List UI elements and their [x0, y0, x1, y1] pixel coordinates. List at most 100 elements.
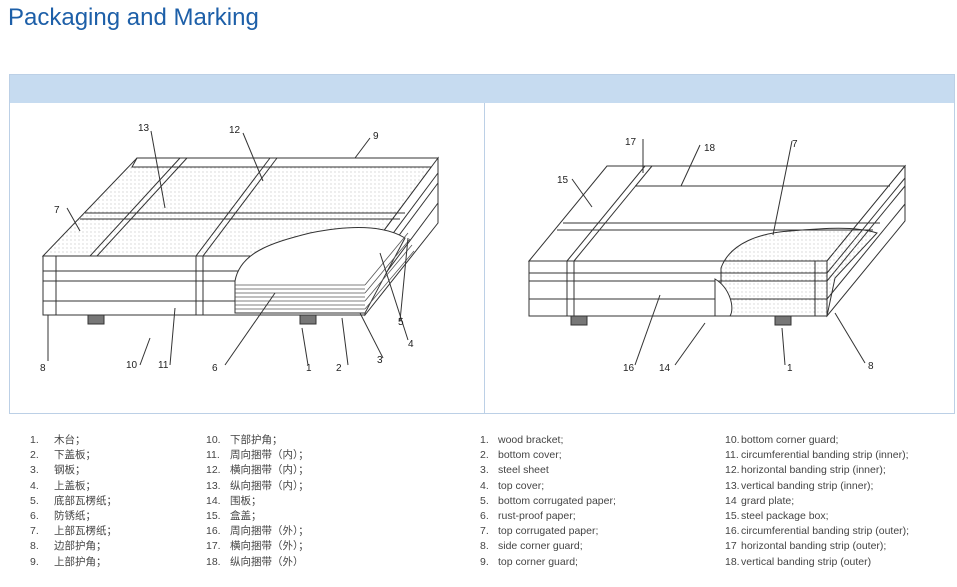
legend-num: 12. [725, 464, 740, 477]
legend-text: grard plate; [741, 494, 795, 507]
legend-item: 11.circumferential banding strip (inner)… [725, 448, 909, 463]
wood-bracket [87, 314, 105, 325]
legend-item: 9. top corner guard; [480, 555, 616, 570]
legend-text: circumferential banding strip (outer); [741, 525, 910, 538]
legend-item: 10.bottom corner guard; [725, 433, 909, 448]
legend-item: 13.vertical banding strip (inner); [725, 479, 909, 494]
legend-num: 9. [30, 555, 39, 568]
legend-item: 9. 上部护角； [30, 555, 117, 570]
legend-num: 7. [480, 525, 489, 538]
legend-num: 5. [480, 494, 489, 507]
legend-text: side corner guard; [498, 540, 583, 553]
diagram-frame: 13 12 9 7 8 10 11 6 1 2 3 4 5 [9, 74, 955, 414]
legend-text: 下盖板； [54, 449, 96, 462]
legend-divider [9, 413, 955, 414]
legend-text: steel sheet [498, 464, 549, 477]
legend-text: circumferential banding strip (inner); [741, 449, 909, 462]
legend-num: 8. [30, 540, 39, 553]
callout-10: 10 [126, 360, 138, 371]
wood-bracket [299, 314, 317, 325]
callout-11: 11 [158, 360, 169, 371]
rust-proof-paper [234, 227, 406, 314]
legend-num: 1. [30, 434, 39, 446]
outer-packaging-diagram: 17 18 7 15 16 14 1 8 [527, 137, 907, 374]
callout-13: 13 [138, 123, 150, 134]
callout-1: 1 [306, 363, 312, 374]
legend-text: top corrugated paper; [498, 525, 599, 538]
wood-bracket [774, 315, 792, 326]
legend-num: 1. [480, 434, 489, 446]
legend-text: 木台； [54, 434, 86, 446]
legend-text: 纵向捆带（外） [230, 555, 304, 568]
legend-item: 3. steel sheet [480, 463, 616, 478]
callout-3: 3 [377, 355, 383, 366]
legend-item: 16.circumferential banding strip (outer)… [725, 524, 909, 539]
legend-text: bottom corrugated paper; [498, 494, 616, 507]
legend-chinese-col1: 1.木台； 2.下盖板； 3.钢板； 4.上盖板； 5.底部瓦楞纸； 6.防锈纸… [30, 433, 117, 570]
legend-text: top corner guard; [498, 555, 578, 568]
legend-item: 12.横向捆带（内）； [206, 463, 309, 478]
legend-num: 16. [206, 525, 221, 538]
legend-item: 6. rust-proof paper; [480, 509, 616, 524]
legend-item: 6.防锈纸； [30, 509, 117, 524]
legend-num: 11. [725, 449, 739, 462]
legend-num: 9. [480, 555, 489, 568]
legend-text: rust-proof paper; [498, 509, 576, 522]
legend-num: 15. [206, 509, 221, 522]
callout-8: 8 [40, 363, 46, 374]
legend-text: 上部护角； [54, 555, 107, 568]
legend-num: 13. [206, 479, 221, 492]
legend-text: 周向捆带（内）； [230, 449, 309, 462]
legend-text: 盒盖； [230, 509, 262, 522]
header-band [10, 75, 954, 103]
legend-text: 横向捆带（内）； [230, 464, 309, 477]
legend-item: 8.side corner guard; [480, 539, 616, 554]
legend-item: 10.下部护角； [206, 433, 309, 448]
legend-item: 7. top corrugated paper; [480, 524, 616, 539]
legend-num: 6. [480, 509, 489, 522]
legend-item: 2.下盖板； [30, 448, 117, 463]
callout-2: 2 [336, 363, 342, 374]
legend-item: 15. 盒盖； [206, 509, 309, 524]
callout-8: 8 [868, 361, 874, 372]
legend-chinese-col2: 10.下部护角； 11. 周向捆带（内）； 12.横向捆带（内）； 13. 纵向捆带… [206, 433, 309, 570]
legend-text: 上部瓦楞纸； [54, 525, 117, 538]
legend-item: 17.横向捆带（外）； [206, 539, 309, 554]
legend-num: 15. [725, 509, 740, 522]
legend-text: 底部瓦楞纸； [54, 494, 117, 507]
legend-item: 11. 周向捆带（内）； [206, 448, 309, 463]
legend-num: 17. [206, 540, 221, 553]
legend-num: 3. [480, 464, 489, 477]
legend-english-col1: 1. wood bracket; 2.bottom cover; 3. steel … [480, 433, 616, 570]
legend-num: 14. [206, 494, 221, 507]
legend-item: 7.上部瓦楞纸； [30, 524, 117, 539]
callout-16: 16 [623, 363, 635, 374]
inner-packaging-diagram: 13 12 9 7 8 10 11 6 1 2 3 4 5 [40, 123, 439, 374]
legend-item: 1. wood bracket; [480, 433, 616, 448]
legend-num: 10. [725, 434, 740, 446]
callout-1: 1 [787, 363, 793, 374]
top-corrugated-paper [720, 227, 878, 317]
legend-text: bottom corner guard; [741, 434, 839, 446]
wood-bracket [570, 315, 588, 326]
legend-text: 钢板； [54, 464, 86, 477]
legend-text: horizontal banding strip (outer); [741, 540, 887, 553]
legend-num: 11. [206, 449, 220, 462]
legend-text: 周向捆带（外）； [230, 525, 309, 538]
legend-text: horizontal banding strip (inner); [741, 464, 886, 477]
legend-item: 2.bottom cover; [480, 448, 616, 463]
legend-item: 5.底部瓦楞纸； [30, 494, 117, 509]
legend-text: 纵向捆带（内）； [230, 479, 309, 492]
callout-14: 14 [659, 363, 671, 374]
legend-text: 上盖板； [54, 479, 96, 492]
legend-item: 8.边部护角； [30, 539, 117, 554]
legend-item: 13. 纵向捆带（内）； [206, 479, 309, 494]
legend-item: 4.上盖板； [30, 479, 117, 494]
legend-item: 14.围板； [206, 494, 309, 509]
panel-divider [484, 103, 485, 414]
callout-18: 18 [704, 143, 716, 154]
legend-text: wood bracket; [498, 434, 564, 446]
callout-6: 6 [212, 363, 218, 374]
callout-7: 7 [792, 139, 798, 150]
